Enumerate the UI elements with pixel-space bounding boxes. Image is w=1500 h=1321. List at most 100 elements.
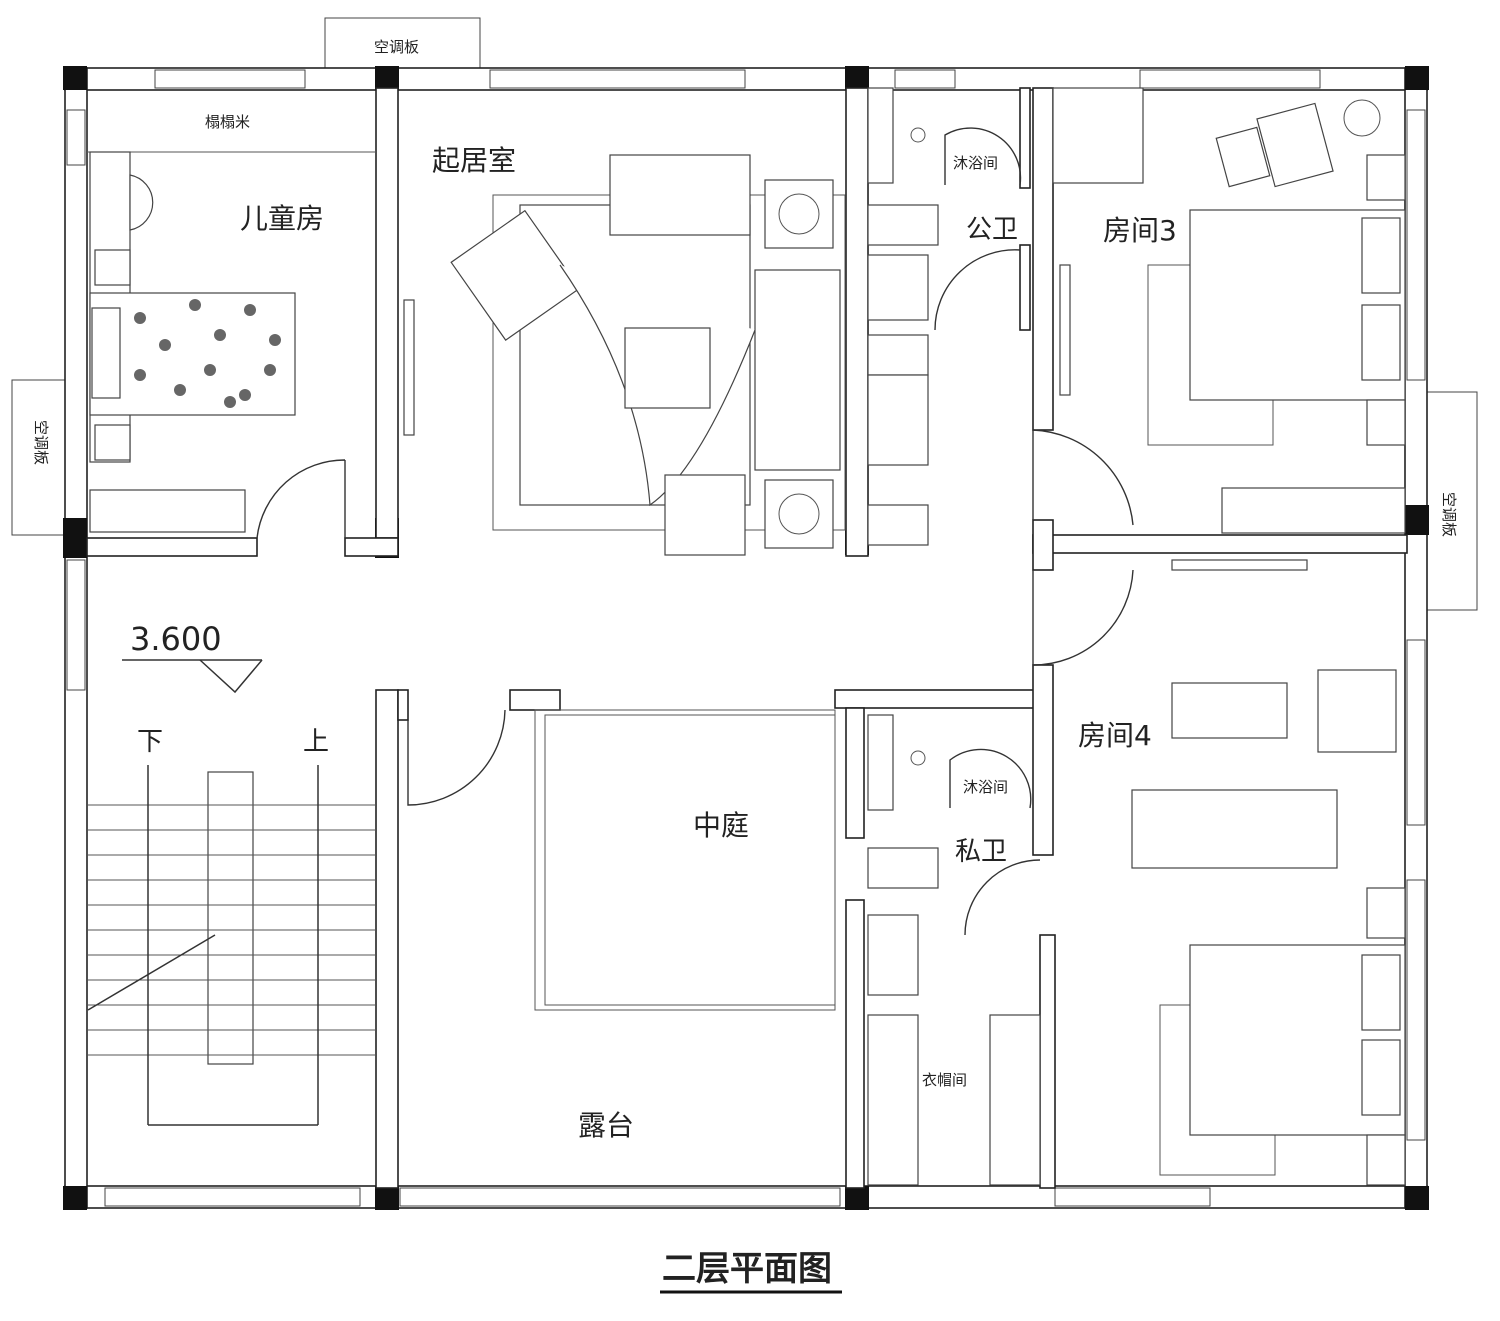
window <box>399 1187 841 1207</box>
side-table <box>764 479 834 549</box>
wall-bath2-west <box>845 707 865 839</box>
staircase <box>87 765 376 1126</box>
label-shower-1: 沐浴间 <box>953 154 998 172</box>
armchair <box>450 209 581 341</box>
courtyard-outline <box>534 709 836 1011</box>
door-shower2 <box>949 748 1032 809</box>
door-kids <box>256 459 346 539</box>
sofa-right <box>754 269 841 471</box>
wall-bath2-north <box>834 689 1051 709</box>
door-room3 <box>1032 429 1134 526</box>
tv-room4 <box>1171 559 1308 571</box>
desk-room3 <box>1052 87 1144 184</box>
wall-bath1-east2 <box>1019 244 1031 331</box>
window <box>894 69 956 89</box>
wall-room3-west <box>1032 87 1054 431</box>
desk-room4 <box>1171 682 1288 739</box>
wardrobe-kids <box>89 489 246 533</box>
side-table <box>764 179 834 249</box>
bed-kids <box>89 292 296 416</box>
wall-room4-west <box>1032 664 1054 856</box>
cabinet <box>867 504 929 546</box>
shower-tray <box>867 87 894 184</box>
sofa-top <box>609 154 751 236</box>
label-shower-2: 沐浴间 <box>963 778 1008 796</box>
column <box>1405 505 1429 535</box>
label-ac-right: 空调板 <box>1440 492 1458 537</box>
window <box>104 1187 361 1207</box>
coffee-table <box>624 327 711 409</box>
window <box>154 69 306 89</box>
ac-panel-top <box>324 17 481 71</box>
door-private-bath <box>964 859 1041 936</box>
window <box>66 109 86 166</box>
shower-tray <box>867 714 894 811</box>
cabinet <box>867 374 929 466</box>
label-ac-top: 空调板 <box>374 38 419 56</box>
window <box>1139 69 1321 89</box>
nightstand <box>1366 1134 1406 1186</box>
armchair <box>1256 102 1334 188</box>
column <box>63 66 87 90</box>
toilet <box>867 847 939 889</box>
ac-panel-left <box>11 379 68 536</box>
label-room3: 房间3 <box>1103 214 1177 247</box>
nightstand <box>94 424 131 461</box>
label-kids-room: 儿童房 <box>240 202 324 235</box>
column <box>1405 1186 1429 1210</box>
basin <box>867 914 919 996</box>
wall-court-north-stub <box>509 689 561 711</box>
elevation-marker <box>122 659 263 694</box>
label-courtyard: 中庭 <box>693 809 749 842</box>
column <box>1405 66 1429 90</box>
column <box>375 66 399 90</box>
nightstand <box>1366 399 1406 446</box>
label-public-bath: 公卫 <box>966 215 1018 245</box>
column <box>63 1186 87 1210</box>
wall-kids-south2 <box>344 537 399 557</box>
wall-bath2-west2 <box>845 899 865 1189</box>
armchair-bottom <box>664 474 746 556</box>
wall-kids-south <box>86 537 258 557</box>
wall-living-east <box>845 87 869 557</box>
label-tatami: 榻榻米 <box>205 113 250 131</box>
wardrobe-room3 <box>1221 487 1406 534</box>
door-public-bath <box>934 249 1021 331</box>
wall-kids-east <box>375 87 399 539</box>
wall-stair-east <box>375 689 399 1189</box>
label-living-room: 起居室 <box>432 144 516 177</box>
toilet <box>867 204 939 246</box>
column <box>63 518 87 558</box>
window <box>1406 879 1426 1141</box>
wall-bath1-east <box>1019 87 1031 189</box>
wall-room4-west2 <box>1039 934 1056 1189</box>
wall-stair-east-ret <box>397 689 409 721</box>
basin <box>867 254 929 321</box>
wardrobe-rack <box>989 1014 1041 1186</box>
chair <box>129 174 154 231</box>
window <box>66 559 86 691</box>
label-stair-down: 下 <box>137 727 163 757</box>
ac-panel-right <box>1424 391 1478 611</box>
plant <box>1343 99 1381 137</box>
door-stair <box>407 709 506 806</box>
sofa-room4 <box>1131 789 1338 869</box>
label-wardrobe: 衣帽间 <box>922 1071 967 1089</box>
window <box>1054 1187 1211 1207</box>
column <box>845 1186 869 1210</box>
storage <box>867 334 929 376</box>
label-elevation: 3.600 <box>130 620 222 658</box>
wall-room3-south <box>1032 534 1408 554</box>
plan-title: 二层平面图 <box>662 1249 832 1289</box>
stool <box>1215 126 1271 188</box>
bed-pattern <box>134 299 281 408</box>
label-stair-up: 上 <box>303 727 329 757</box>
label-terrace: 露台 <box>578 1109 634 1142</box>
door-room4 <box>1032 569 1134 666</box>
nightstand <box>94 249 131 286</box>
column <box>375 1186 399 1210</box>
window <box>1406 109 1426 381</box>
column <box>845 66 869 90</box>
window <box>489 69 746 89</box>
